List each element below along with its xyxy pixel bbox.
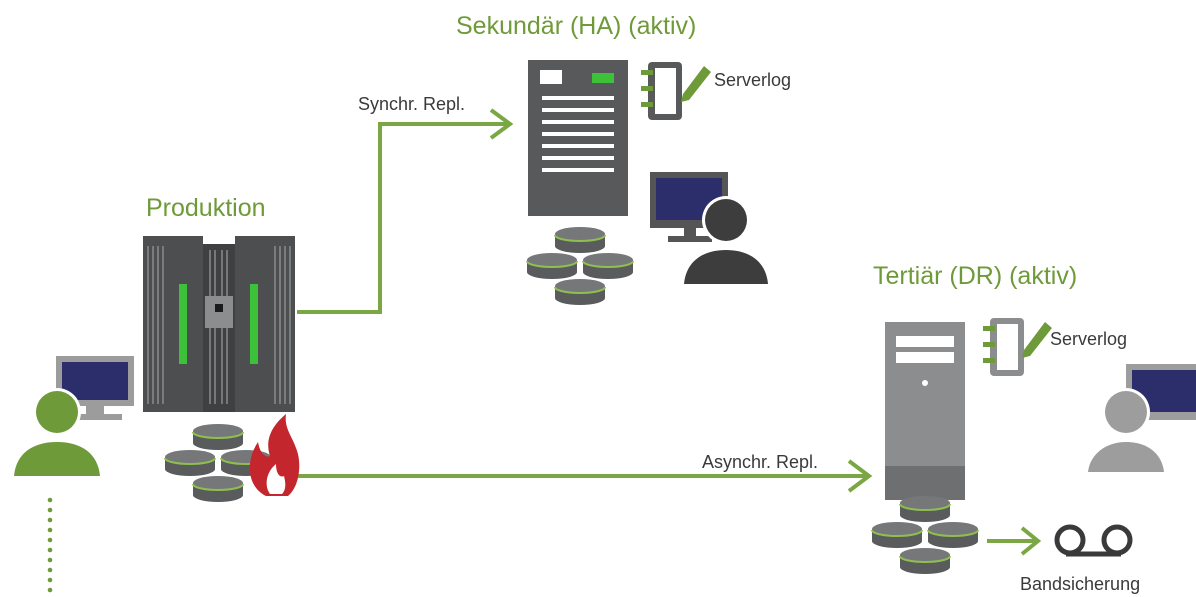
fire-icon xyxy=(249,414,300,496)
user-at-computer-icon xyxy=(10,356,134,478)
secondary-serverlog-label: Serverlog xyxy=(714,70,792,90)
tape-reel-icon xyxy=(1054,524,1133,557)
user-dotted-line xyxy=(47,497,53,593)
tertiary-serverlog-label: Serverlog xyxy=(1050,329,1128,349)
tertiary-user-icon xyxy=(1084,364,1196,474)
mainframe-icon xyxy=(143,236,295,412)
async-connector xyxy=(292,459,873,493)
sync-connector xyxy=(297,108,514,314)
tape-backup-label: Bandsicherung xyxy=(1020,574,1141,594)
production-title: Produktion xyxy=(146,194,266,222)
secondary-database-icon xyxy=(527,227,633,305)
async-repl-label: Asynchr. Repl. xyxy=(700,452,821,473)
secondary-user-icon xyxy=(650,172,772,286)
secondary-title: Sekundär (HA) (aktiv) xyxy=(456,12,697,40)
server-icon xyxy=(528,60,628,216)
tertiary-log-icon xyxy=(983,318,1052,376)
sync-repl-label: Synchr. Repl. xyxy=(356,94,468,115)
secondary-log-icon xyxy=(641,62,711,120)
tertiary-title: Tertiär (DR) (aktiv) xyxy=(873,262,1078,290)
tertiary-database-icon xyxy=(872,496,978,574)
tape-connector xyxy=(987,526,1042,556)
tower-server-icon xyxy=(885,322,965,500)
